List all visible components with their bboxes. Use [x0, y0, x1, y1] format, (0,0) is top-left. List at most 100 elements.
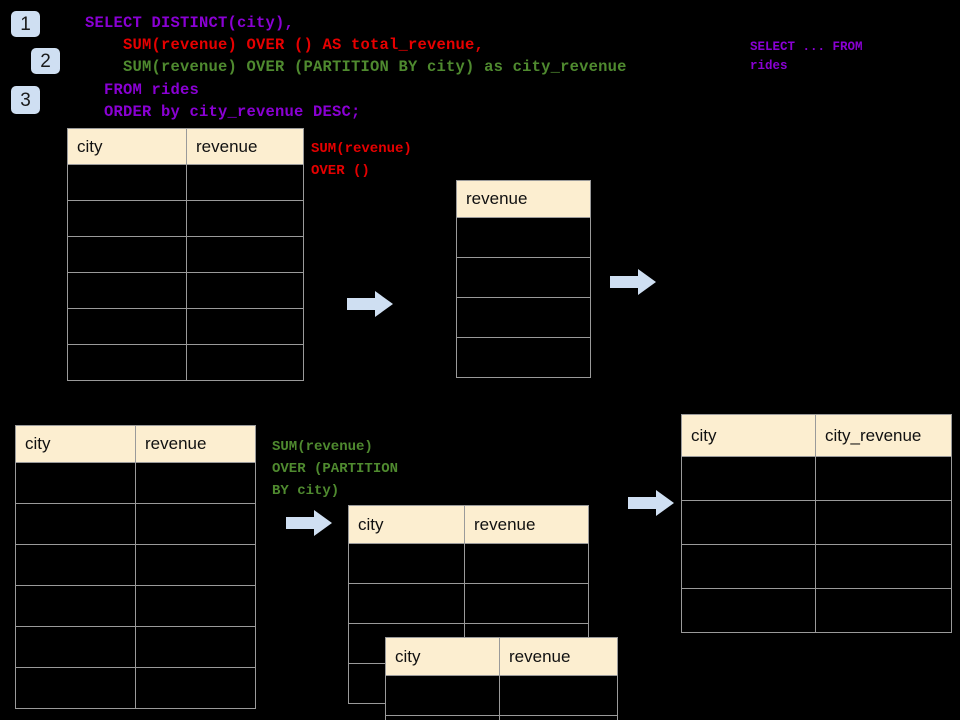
arrow-right-icon — [610, 269, 656, 295]
table-cell-empty — [67, 236, 187, 273]
table-row — [385, 715, 618, 720]
total-revenue-table: revenue — [456, 180, 591, 378]
table-cell-empty — [15, 503, 136, 545]
table-cell-empty — [681, 500, 816, 545]
table-cell-empty — [135, 585, 256, 627]
column-header-revenue: revenue — [464, 505, 589, 544]
table-cell-empty — [385, 715, 500, 720]
table-row — [67, 236, 304, 273]
table-cell-empty — [815, 500, 952, 545]
column-header-city_revenue: city_revenue — [815, 414, 952, 457]
table-cell-empty — [67, 308, 187, 345]
table-row — [456, 297, 591, 338]
table-row — [385, 675, 618, 716]
table-cell-empty — [135, 626, 256, 668]
table-cell-empty — [815, 588, 952, 633]
step-badge-1: 1 — [11, 11, 40, 37]
table-row — [67, 200, 304, 237]
column-header-revenue: revenue — [186, 128, 304, 165]
table-cell-empty — [464, 583, 589, 624]
table-row — [15, 462, 256, 504]
table-cell-empty — [186, 236, 304, 273]
table-cell-empty — [456, 297, 591, 338]
column-header-city: city — [348, 505, 465, 544]
table-row — [15, 667, 256, 709]
table-cell-empty — [348, 543, 465, 584]
table-cell-empty — [464, 543, 589, 584]
table-cell-empty — [67, 272, 187, 309]
column-header-revenue: revenue — [135, 425, 256, 463]
table-cell-empty — [815, 544, 952, 589]
table-cell-empty — [681, 456, 816, 501]
table-cell-empty — [67, 164, 187, 201]
column-header-revenue: revenue — [499, 637, 618, 676]
table-row — [681, 588, 952, 633]
sql-line-1: SELECT DISTINCT(city), — [85, 14, 295, 32]
column-header-city: city — [681, 414, 816, 457]
table-cell-empty — [135, 667, 256, 709]
arrow-source-to-partition — [286, 509, 332, 537]
table-cell-empty — [67, 200, 187, 237]
table-cell-empty — [186, 200, 304, 237]
column-header-city: city — [67, 128, 187, 165]
step-badge-3: 3 — [11, 86, 40, 114]
column-header-revenue: revenue — [456, 180, 591, 218]
table-cell-empty — [186, 164, 304, 201]
table-row — [15, 626, 256, 668]
table-row — [67, 308, 304, 345]
table-cell-empty — [681, 544, 816, 589]
table-row — [456, 217, 591, 258]
table-cell-empty — [186, 308, 304, 345]
table-cell-empty — [15, 462, 136, 504]
arrow-right-icon — [286, 510, 332, 536]
table-row — [456, 257, 591, 298]
table-cell-empty — [385, 675, 500, 716]
table-cell-empty — [15, 667, 136, 709]
sql-line-5: ORDER by city_revenue DESC; — [85, 103, 361, 121]
arrow-right-icon — [628, 490, 674, 516]
table-cell-empty — [15, 626, 136, 668]
table-row — [681, 456, 952, 501]
table-cell-empty — [456, 337, 591, 378]
table-row — [67, 164, 304, 201]
table-cell-empty — [348, 583, 465, 624]
table-row — [348, 543, 589, 584]
table-cell-empty — [15, 544, 136, 586]
table-row — [348, 583, 589, 624]
sql-line-2: SUM(revenue) OVER () AS total_revenue, — [85, 36, 485, 54]
sql-line-4: FROM rides — [85, 81, 200, 99]
table-header-row: revenue — [456, 180, 591, 218]
table-cell-empty — [67, 344, 187, 381]
table-cell-empty — [135, 462, 256, 504]
table-cell-empty — [456, 217, 591, 258]
arrow-right-icon — [347, 291, 393, 317]
table-row — [456, 337, 591, 378]
table-row — [15, 544, 256, 586]
sum-over-empty-label: SUM(revenue) OVER () — [311, 141, 412, 179]
table-cell-empty — [815, 456, 952, 501]
arrow-total-to-result — [610, 268, 656, 296]
table-cell-empty — [135, 544, 256, 586]
select-from-rides-label: SELECT ... FROM rides — [750, 40, 863, 73]
table-cell-empty — [681, 588, 816, 633]
table-cell-empty — [456, 257, 591, 298]
column-header-city: city — [385, 637, 500, 676]
step-badge-2: 2 — [31, 48, 60, 74]
table-cell-empty — [186, 272, 304, 309]
table-row — [67, 344, 304, 381]
column-header-city: city — [15, 425, 136, 463]
table-row — [67, 272, 304, 309]
table-cell-empty — [499, 715, 618, 720]
table-cell-empty — [499, 675, 618, 716]
table-cell-empty — [15, 585, 136, 627]
table-row — [15, 503, 256, 545]
